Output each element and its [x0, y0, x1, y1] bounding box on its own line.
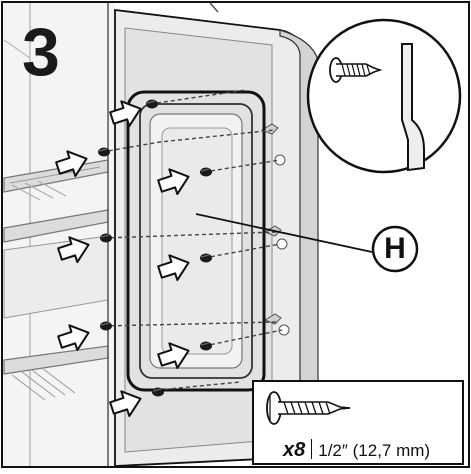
screw-count: x8: [283, 439, 306, 461]
screw: [199, 252, 213, 264]
step-number: 3: [22, 14, 60, 90]
screw-guide-lines: [101, 89, 283, 391]
screw: [199, 166, 213, 178]
screw: [99, 232, 113, 244]
screw-icon: [266, 391, 351, 425]
screw: [145, 98, 159, 110]
hardware-box: [252, 380, 464, 465]
callout-circle: [371, 225, 419, 273]
hardware-quantity: x8 1/2″ (12,7 mm): [283, 439, 430, 462]
screw: [199, 340, 213, 352]
screw: [97, 146, 111, 158]
leader-line: [195, 213, 373, 253]
refrigerator-cabinet: [3, 2, 219, 466]
screw-size: 1/2″ (12,7 mm): [318, 441, 431, 460]
divider: [311, 439, 313, 459]
detail-circle-icon: [306, 18, 462, 174]
screw: [151, 386, 165, 398]
screw: [99, 320, 113, 332]
part-label-h: H: [384, 232, 406, 265]
